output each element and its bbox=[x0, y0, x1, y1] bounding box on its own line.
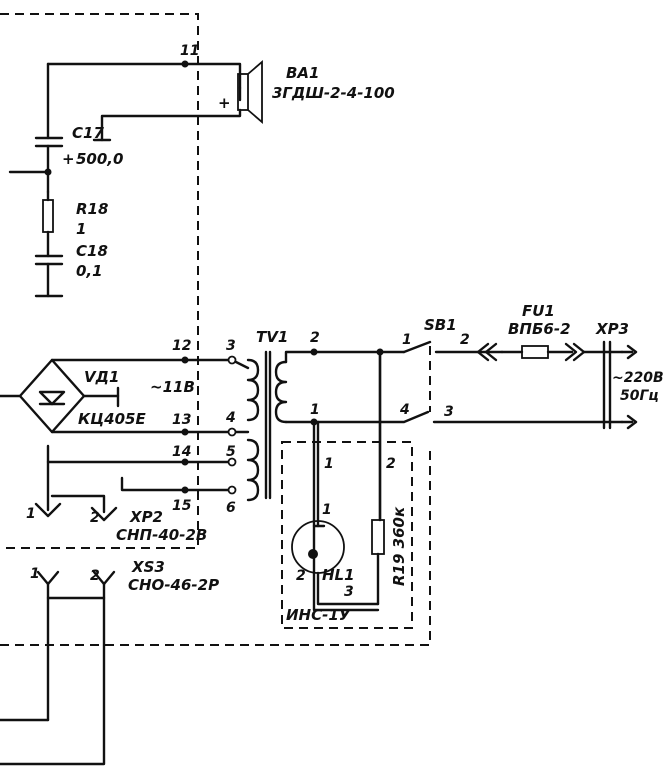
sb1-pin-4: 4 bbox=[399, 402, 410, 418]
xs3-ref: XS3 bbox=[131, 558, 165, 576]
socket-xs3 bbox=[0, 570, 116, 766]
bridge-vd1 bbox=[0, 358, 187, 434]
fuse-fu1 bbox=[476, 342, 624, 362]
xp2-type: СНП-40-2В bbox=[116, 526, 207, 544]
xs3-pin-1: 1 bbox=[30, 566, 40, 582]
board-pins bbox=[34, 358, 250, 522]
hl1-type: ИНС-1У bbox=[286, 606, 352, 624]
c17-value: 500,0 bbox=[76, 150, 123, 168]
vd1-ref: VД1 bbox=[84, 368, 119, 386]
tv1-ref: TV1 bbox=[256, 328, 288, 346]
fu1-ref: FU1 bbox=[522, 302, 555, 320]
board-boundary bbox=[0, 13, 431, 646]
fu1-type: ВПБ6-2 bbox=[508, 320, 571, 338]
wire-2: 2 bbox=[386, 456, 396, 472]
c18-ref: C18 bbox=[76, 242, 108, 260]
pin-15: 15 bbox=[172, 498, 192, 514]
junction-dots bbox=[44, 60, 384, 495]
sb1-ref: SB1 bbox=[424, 316, 457, 334]
voltage-11v: ~11В bbox=[150, 378, 195, 396]
hl1-pin-3: 3 bbox=[344, 584, 354, 600]
xp3-freq: 50Гц bbox=[620, 388, 659, 404]
r18-ref: R18 bbox=[76, 200, 108, 218]
indicator-hl1 bbox=[281, 350, 413, 629]
rc-chain bbox=[8, 136, 64, 298]
c17-ref: C17 bbox=[72, 124, 104, 142]
tv1-sec-pin-1: 1 bbox=[310, 402, 320, 418]
switch-sb1 bbox=[312, 340, 624, 522]
xp2-ref: XP2 bbox=[129, 508, 163, 526]
pin-14: 14 bbox=[172, 444, 191, 460]
hl1-ref: HL1 bbox=[322, 566, 355, 584]
vd1-type: КЦ405Е bbox=[78, 410, 146, 428]
c18-value: 0,1 bbox=[76, 262, 103, 280]
xp2-pin-1: 1 bbox=[26, 506, 36, 522]
tv1-pin-3: 3 bbox=[226, 338, 236, 354]
xp3-voltage: ~220В bbox=[612, 370, 664, 386]
tv1-pin-5: 5 bbox=[226, 444, 236, 460]
labels: 11 BA1 3ГДШ-2-4-100 + C17 + 500,0 R18 1 … bbox=[26, 43, 664, 624]
hl1-pin-2: 2 bbox=[296, 568, 306, 584]
speaker-ba1 bbox=[46, 60, 263, 142]
pin-12: 12 bbox=[172, 338, 191, 354]
hl1-pin-1: 1 bbox=[322, 502, 332, 518]
xp2-pin-2: 2 bbox=[90, 510, 100, 526]
c17-plus: + bbox=[62, 150, 75, 168]
sb1-pin-2: 2 bbox=[460, 332, 470, 348]
r19-label: R19 360к bbox=[390, 506, 408, 586]
tv1-pin-4: 4 bbox=[225, 410, 236, 426]
xs3-pin-2: 2 bbox=[90, 568, 100, 584]
pin-13: 13 bbox=[172, 412, 191, 428]
ba1-type: 3ГДШ-2-4-100 bbox=[272, 84, 395, 102]
wire-1: 1 bbox=[324, 456, 334, 472]
sb1-pin-1: 1 bbox=[402, 332, 412, 348]
sb1-pin-3: 3 bbox=[444, 404, 454, 420]
ba1-ref: BA1 bbox=[286, 64, 319, 82]
mains-plug-xp3 bbox=[602, 340, 638, 430]
xp3-ref: XP3 bbox=[595, 320, 629, 338]
tv1-pin-6: 6 bbox=[226, 500, 236, 516]
xs3-type: СНО-46-2Р bbox=[128, 576, 219, 594]
r18-value: 1 bbox=[76, 220, 86, 238]
tv1-sec-pin-2: 2 bbox=[310, 330, 320, 346]
ba1-plus: + bbox=[218, 94, 231, 112]
pin-11: 11 bbox=[180, 43, 199, 59]
